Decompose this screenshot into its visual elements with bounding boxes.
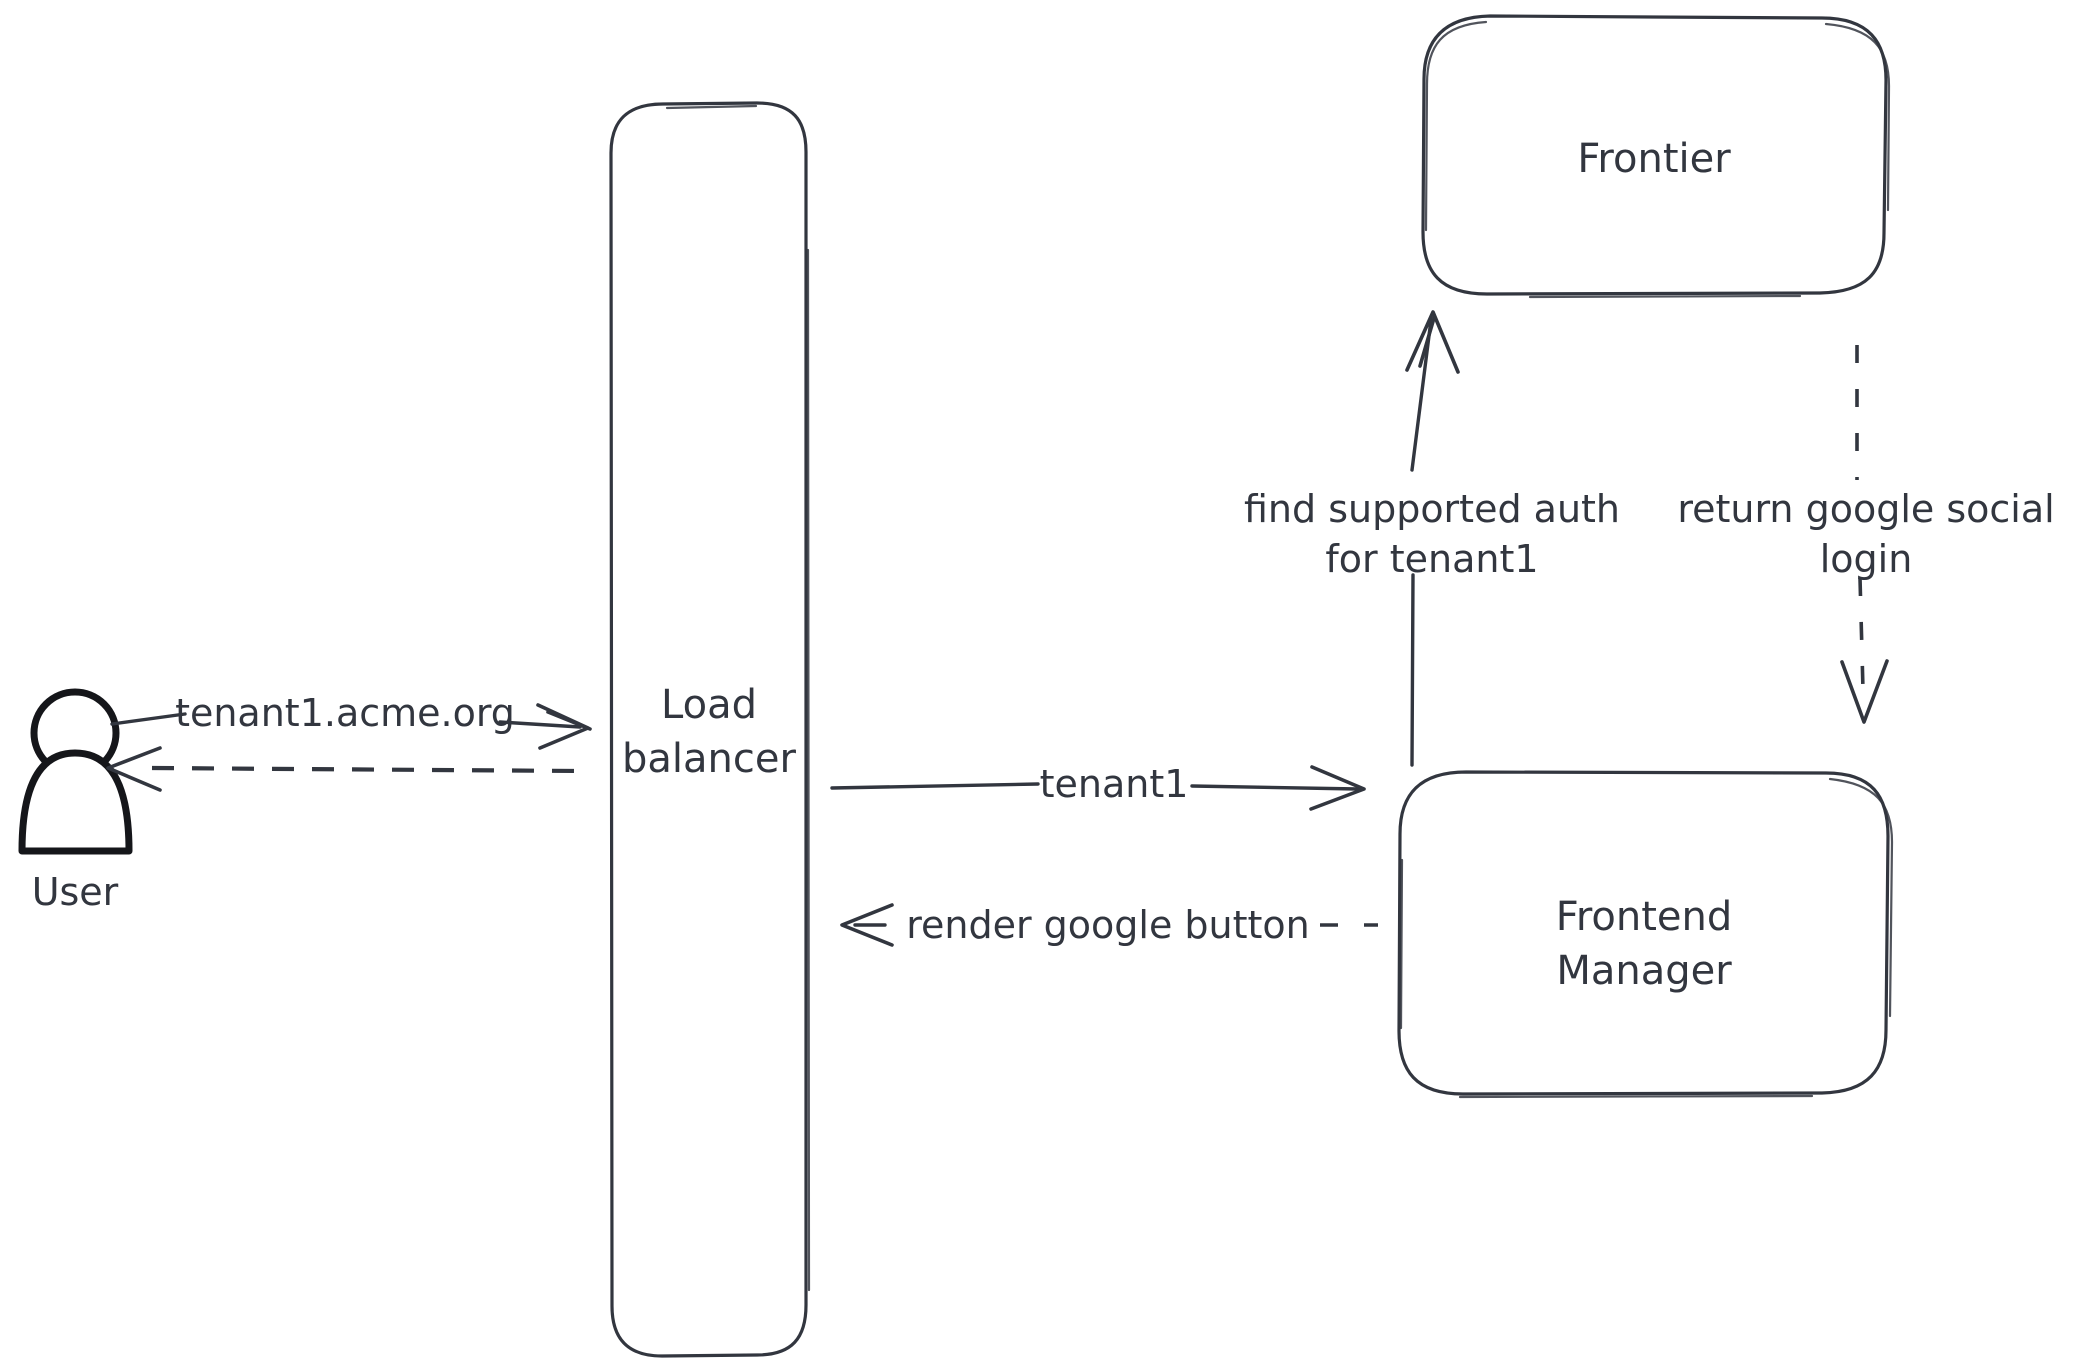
edge-load-balancer-to-user bbox=[106, 746, 581, 792]
load-balancer-sketch-stroke-top bbox=[665, 104, 758, 110]
edge-label-tenant1-acme-org: tenant1.acme.org bbox=[175, 691, 515, 735]
frontend-manager-label-line1: Frontend bbox=[1556, 894, 1733, 940]
user-body-outline bbox=[18, 749, 133, 855]
frontier-sketch-stroke-left bbox=[1424, 20, 1488, 232]
edge-frontier-to-frontend-manager bbox=[1840, 345, 1889, 724]
edge-frontend-manager-to-frontier bbox=[1405, 310, 1460, 767]
edge-label-find-supported-auth-line2: for tenant1 bbox=[1325, 537, 1538, 581]
user-actor-icon bbox=[18, 688, 133, 855]
edge-label-return-google-social-line1: return google social bbox=[1677, 487, 2054, 531]
user-actor-label: User bbox=[32, 870, 119, 914]
edge-lb-user-arrowhead bbox=[106, 746, 162, 792]
edge-load-balancer-to-frontend-manager bbox=[830, 765, 1366, 811]
frontier-label: Frontier bbox=[1577, 136, 1731, 182]
edge-user-lb-line-left bbox=[110, 712, 187, 726]
edge-fm-frontier-arrowhead bbox=[1405, 310, 1460, 374]
edge-frontier-fm-dashed-line-lower bbox=[1858, 577, 1865, 691]
edge-lb-fm-line-left bbox=[830, 782, 1040, 790]
frontend-manager-label-line2: Manager bbox=[1556, 948, 1732, 994]
load-balancer-label-line2: balancer bbox=[622, 736, 796, 782]
edge-label-return-google-social-line2: login bbox=[1820, 537, 1913, 581]
load-balancer-sketch-stroke-right bbox=[806, 248, 811, 1292]
frontend-manager-sketch-stroke-right bbox=[1828, 777, 1894, 1018]
node-frontier[interactable] bbox=[1421, 14, 1891, 299]
edge-user-lb-arrowhead-extra bbox=[546, 710, 592, 731]
edge-lb-user-dashed-line bbox=[151, 765, 581, 774]
edge-fm-lb-arrowhead bbox=[840, 903, 894, 947]
edge-lb-fm-line-right bbox=[1190, 784, 1360, 791]
load-balancer-label-line1: Load bbox=[661, 682, 757, 728]
edge-frontier-fm-arrowhead bbox=[1840, 659, 1889, 724]
edge-label-render-google-button: render google button bbox=[906, 903, 1310, 947]
edge-label-tenant1: tenant1 bbox=[1040, 762, 1189, 806]
frontend-manager-sketch-stroke-left bbox=[1399, 858, 1404, 1030]
frontier-sketch-stroke-bottom bbox=[1528, 294, 1802, 299]
node-frontend-manager[interactable] bbox=[1397, 770, 1894, 1099]
edge-frontend-manager-to-load-balancer bbox=[840, 903, 1378, 947]
edge-user-to-load-balancer bbox=[110, 703, 592, 750]
edge-label-find-supported-auth-line1: find supported auth bbox=[1244, 487, 1620, 531]
edge-fm-frontier-arrowhead-extra bbox=[1418, 316, 1436, 368]
frontend-manager-sketch-stroke-bottom bbox=[1458, 1094, 1814, 1099]
load-balancer-outline bbox=[609, 101, 808, 1358]
edge-lb-fm-arrowhead bbox=[1309, 765, 1366, 811]
node-load-balancer[interactable] bbox=[609, 101, 811, 1358]
edge-user-lb-line-right bbox=[498, 720, 582, 729]
edge-fm-frontier-line-lower bbox=[1410, 573, 1415, 767]
frontier-sketch-stroke-right bbox=[1824, 22, 1891, 212]
